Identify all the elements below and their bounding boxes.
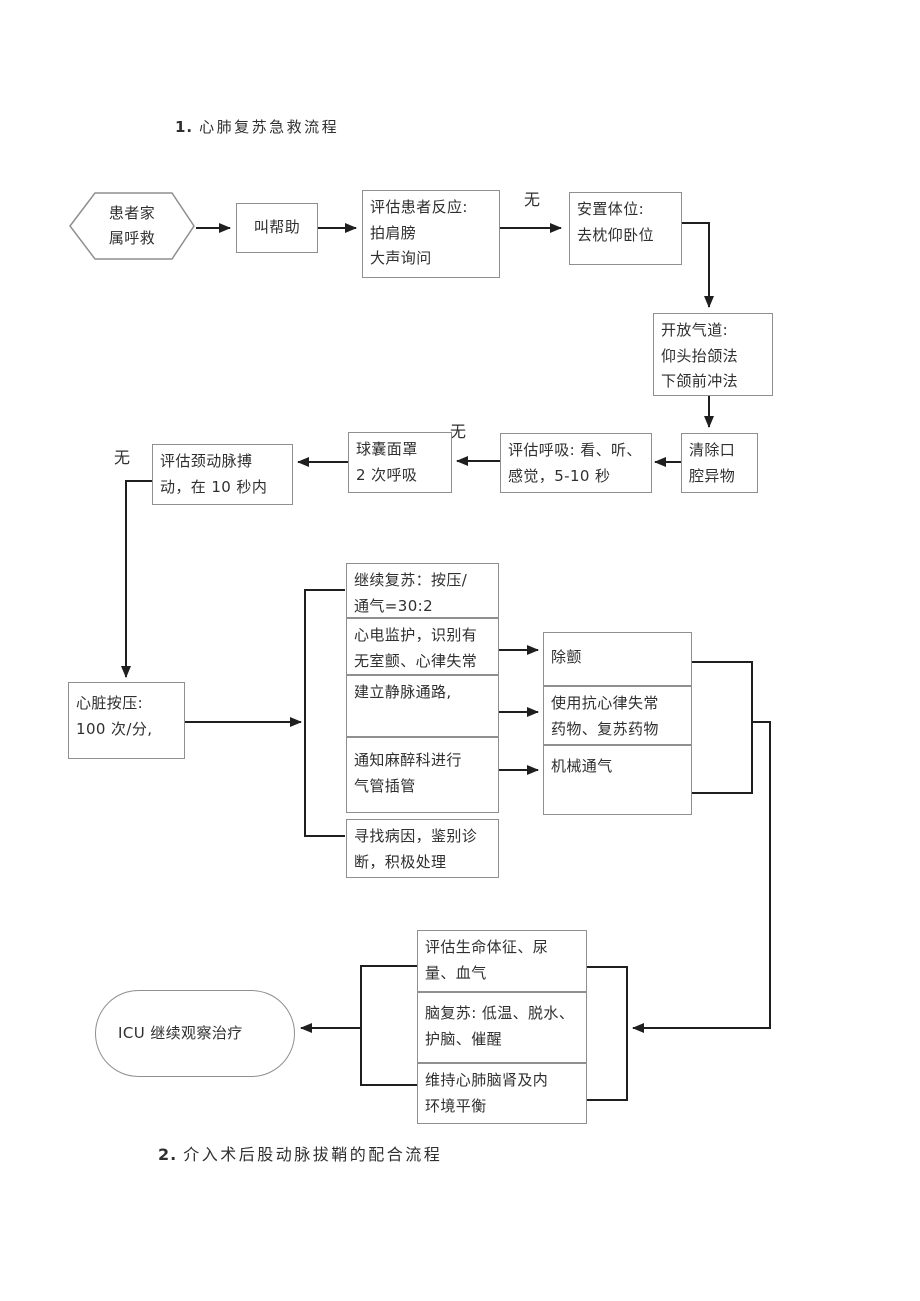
edge-label-no-breathing: 无 <box>450 422 467 441</box>
node-bag-mask: 球囊面罩 2 次呼吸 <box>348 432 452 493</box>
bracket-right-column <box>692 661 753 794</box>
section1-number: 1. <box>175 118 194 136</box>
bracket-bottom-column-right <box>587 966 628 1101</box>
node-call-help: 叫帮助 <box>236 203 318 253</box>
section2-text: 介入术后股动脉拔鞘的配合流程 <box>183 1145 443 1164</box>
section2-number: 2. <box>158 1145 178 1164</box>
node-mechanical-ventilation: 机械通气 <box>543 745 692 815</box>
edge-label-no-response: 无 <box>524 190 541 209</box>
node-ecg-monitor: 心电监护，识别有 无室颤、心律失常 <box>346 618 499 675</box>
node-assess-vitals: 评估生命体征、尿 量、血气 <box>417 930 587 992</box>
node-assess-response: 评估患者反应: 拍肩膀 大声询问 <box>362 190 500 278</box>
node-find-cause: 寻找病因，鉴别诊 断，积极处理 <box>346 819 499 878</box>
arrow-rightcolumn-to-bottom <box>632 721 771 1033</box>
section1-title: 1. 心肺复苏急救流程 <box>175 116 339 137</box>
hexagon-family-call-shape <box>69 192 195 260</box>
node-assess-pulse: 评估颈动脉搏 动，在 10 秒内 <box>152 444 293 505</box>
section1-text: 心肺复苏急救流程 <box>199 118 340 136</box>
section2-title: 2. 介入术后股动脉拔鞘的配合流程 <box>158 1141 442 1165</box>
edge-label-no-pulse: 无 <box>114 448 131 467</box>
node-clear-mouth: 清除口 腔异物 <box>681 433 758 493</box>
node-defibrillation: 除颤 <box>543 632 692 686</box>
node-iv-access: 建立静脉通路, <box>346 675 499 737</box>
node-place-position: 安置体位: 去枕仰卧位 <box>569 192 682 265</box>
bracket-middle-column-left <box>304 589 345 837</box>
node-assess-breathing: 评估呼吸: 看、听、 感觉，5-10 秒 <box>500 433 652 493</box>
node-icu: ICU 继续观察治疗 <box>95 990 295 1077</box>
arrow-position-to-airway <box>682 222 714 308</box>
node-chest-compression: 心脏按压: 100 次/分, <box>68 682 185 759</box>
bracket-bottom-column-left <box>360 965 417 1086</box>
node-antiarrhythmic-drugs: 使用抗心律失常 药物、复苏药物 <box>543 686 692 745</box>
arrow-pulse-to-compression <box>121 480 152 678</box>
node-intubation: 通知麻醉科进行 气管插管 <box>346 737 499 813</box>
node-maintain-balance: 维持心肺脑肾及内 环境平衡 <box>417 1063 587 1124</box>
node-brain-resuscitation: 脑复苏: 低温、脱水、 护脑、催醒 <box>417 992 587 1063</box>
node-family-call: 患者家 属呼救 <box>108 203 156 248</box>
node-continue-cpr: 继续复苏：按压/ 通气=30:2 <box>346 563 499 618</box>
node-open-airway: 开放气道: 仰头抬颌法 下颌前冲法 <box>653 313 773 396</box>
